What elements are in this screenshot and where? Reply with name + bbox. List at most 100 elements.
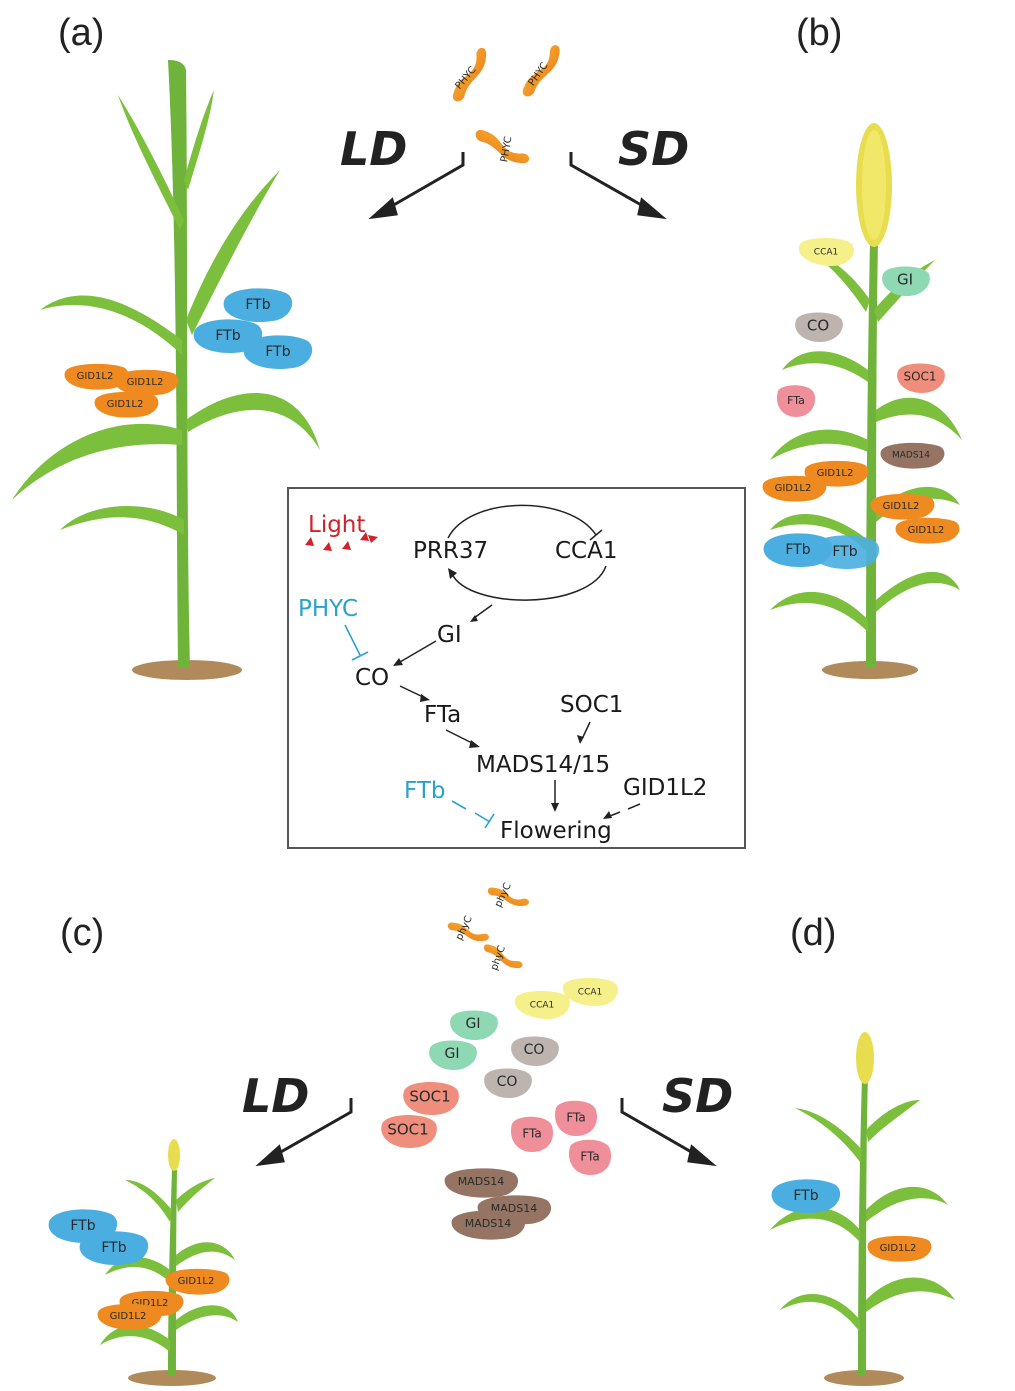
panicle xyxy=(856,1032,874,1084)
soc1-protein: SOC1 xyxy=(403,1082,459,1115)
ftb-protein: FTb xyxy=(193,319,263,354)
cca1-label: CCA1 xyxy=(814,248,838,258)
panel-label-d: (d) xyxy=(790,912,836,954)
gid1l2-node: GID1L2 xyxy=(623,775,707,801)
gid1l2-label: GID1L2 xyxy=(908,525,945,536)
ftb-protein: FTb xyxy=(223,288,293,323)
co-protein: CO xyxy=(484,1068,532,1098)
ftb-protein: FTb xyxy=(810,535,880,570)
phyc-co-inhibition xyxy=(344,624,361,656)
panel-label-a: (a) xyxy=(58,12,104,54)
soil xyxy=(132,660,242,680)
co-label: CO xyxy=(524,1042,545,1058)
condition-ld-bottom: LD xyxy=(242,1069,310,1123)
arrow-sd-top xyxy=(569,152,667,220)
ftb-label: FTb xyxy=(793,1188,818,1204)
fta-label: FTa xyxy=(787,394,805,407)
fta-mads-arrow xyxy=(445,729,473,744)
light-label: Light xyxy=(308,512,365,538)
plant-a xyxy=(12,60,320,680)
gi-node: GI xyxy=(437,622,462,648)
gid1l2-protein: GID1L2 xyxy=(870,493,935,520)
gi-label: GI xyxy=(445,1046,460,1062)
mads14-protein: MADS14 xyxy=(451,1210,526,1240)
fta-label: FTa xyxy=(566,1111,585,1125)
phyc-group-top: PHYC PHYC PHYC xyxy=(452,45,560,164)
mads14-label: MADS14 xyxy=(465,1217,511,1230)
gi-label: GI xyxy=(897,271,913,289)
soc1-label: SOC1 xyxy=(387,1121,428,1139)
arrow-ld-bottom xyxy=(255,1098,353,1167)
cca1-prr37-activation xyxy=(451,565,607,601)
soc1-node: SOC1 xyxy=(560,692,623,718)
soc1-protein: SOC1 xyxy=(381,1115,437,1148)
fta-node: FTa xyxy=(424,702,461,728)
panel-label-b: (b) xyxy=(796,12,842,54)
gid1l2-label: GID1L2 xyxy=(880,1243,917,1254)
ftb-label: FTb xyxy=(245,297,270,313)
ftb-protein: FTb xyxy=(243,335,313,370)
gid1l2-label: GID1L2 xyxy=(178,1276,215,1287)
co-fta-arrow xyxy=(399,685,424,698)
fta-protein: FTa xyxy=(510,1116,554,1152)
co-label: CO xyxy=(497,1074,518,1090)
gid1l2-label: GID1L2 xyxy=(77,371,114,382)
gid1l2-protein: GID1L2 xyxy=(97,1303,162,1330)
mads14-label: MADS14 xyxy=(892,451,930,461)
ftb-label: FTb xyxy=(101,1240,126,1256)
prr37-node: PRR37 xyxy=(413,538,488,564)
gi-protein: GI xyxy=(429,1040,477,1070)
gid1l2-label: GID1L2 xyxy=(127,377,164,388)
phyc-protein: PHYC xyxy=(522,45,560,97)
cca1-label: CCA1 xyxy=(530,1001,554,1011)
ftb-protein: FTb xyxy=(771,1179,841,1214)
gi-co-arrow xyxy=(399,640,437,663)
gid1l2-label: GID1L2 xyxy=(110,1311,147,1322)
prr37-cca1-inhibition xyxy=(447,504,597,539)
gid1l2-protein: GID1L2 xyxy=(867,1235,932,1262)
ftb-label: FTb xyxy=(70,1218,95,1234)
co-protein: CO xyxy=(511,1036,559,1066)
fta-label: FTa xyxy=(580,1150,599,1164)
panel-label-c: (c) xyxy=(60,912,104,954)
regulatory-network: Light PRR37 CCA1 PHYC GI CO FTa xyxy=(287,487,746,849)
mads14-protein: MADS14 xyxy=(444,1168,519,1198)
co-node: CO xyxy=(355,665,389,691)
gid1l2-protein: GID1L2 xyxy=(165,1268,230,1295)
cca1-protein: CCA1 xyxy=(562,978,618,1006)
ftb-flowering-inhibition xyxy=(451,800,467,810)
fta-label: FTa xyxy=(522,1127,541,1141)
gi-protein: GI xyxy=(450,1010,498,1040)
phyc-protein: PHYC xyxy=(452,47,487,102)
condition-sd-top: SD xyxy=(618,122,689,176)
flowering-node: Flowering xyxy=(500,818,612,844)
gid1l2-label: GID1L2 xyxy=(132,1298,169,1309)
phyc-group-bottom: phyC phyC phyC xyxy=(447,881,529,972)
ftb-node: FTb xyxy=(404,778,445,804)
ftb-protein: FTb xyxy=(79,1231,149,1266)
ftb-label: FTb xyxy=(265,344,290,360)
ftb-label: FTb xyxy=(832,544,857,560)
cca1-protein: CCA1 xyxy=(798,238,854,266)
soc1-label: SOC1 xyxy=(409,1088,450,1106)
panicle xyxy=(168,1139,180,1171)
condition-sd-bottom: SD xyxy=(662,1069,733,1123)
gid1l2-protein: GID1L2 xyxy=(895,517,960,544)
light-rays xyxy=(305,532,378,551)
soil xyxy=(128,1370,216,1386)
soc1-label: SOC1 xyxy=(903,370,936,384)
phyc-protein: PHYC xyxy=(475,129,530,164)
gid1l2-label: GID1L2 xyxy=(883,501,920,512)
phyc-node: PHYC xyxy=(298,596,358,622)
gid1l2-protein: GID1L2 xyxy=(64,363,129,390)
co-label: CO xyxy=(807,317,829,335)
mads-node: MADS14/15 xyxy=(476,752,610,778)
cca1-protein: CCA1 xyxy=(514,991,570,1019)
gid1l2-protein: GID1L2 xyxy=(762,475,827,502)
fta-protein: FTa xyxy=(568,1139,612,1175)
mads14-protein: MADS14 xyxy=(880,442,945,469)
mads14-label: MADS14 xyxy=(458,1175,504,1188)
network-box xyxy=(287,487,746,849)
fta-protein: FTa xyxy=(776,385,816,417)
